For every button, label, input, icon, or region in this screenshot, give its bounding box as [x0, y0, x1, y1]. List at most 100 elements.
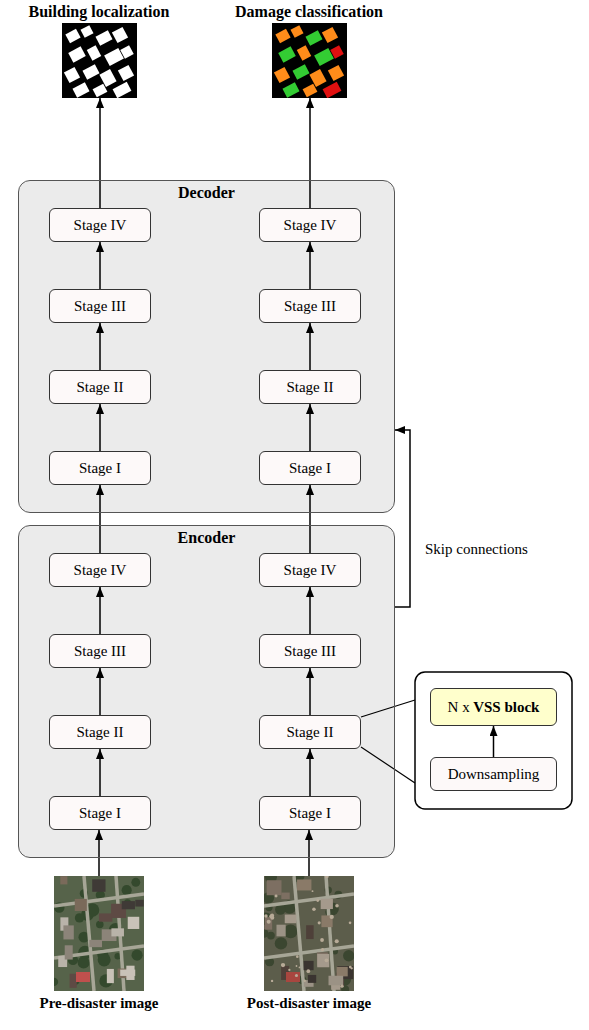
stage-box: Stage IV	[49, 553, 151, 587]
flow-arrow	[98, 830, 100, 876]
roof	[267, 880, 282, 895]
stage-label: Stage III	[74, 642, 126, 660]
flow-arrow	[309, 98, 311, 208]
stage-box: Stage II	[259, 370, 361, 404]
debris	[335, 904, 339, 908]
debris	[296, 965, 298, 967]
panel-ground	[19, 181, 394, 512]
debris	[318, 921, 321, 924]
stage-box: Stage I	[49, 451, 151, 485]
stage-box: Stage I	[49, 796, 151, 830]
stage-label: Stage I	[289, 804, 331, 822]
tree	[98, 953, 111, 966]
image-caption: Post-disaster image	[221, 994, 397, 1012]
debris	[325, 958, 329, 962]
debris	[264, 914, 267, 917]
map-picture	[62, 23, 137, 98]
building-footprint	[290, 25, 303, 38]
debris	[267, 920, 271, 924]
debris	[312, 908, 316, 912]
roof	[60, 876, 67, 884]
tree	[284, 924, 298, 938]
input-image: Pre-disaster image	[11, 876, 187, 1012]
flow-arrow	[99, 749, 101, 796]
photo-picture	[264, 876, 354, 991]
block-label: Downsampling	[448, 765, 540, 783]
flow-arrow	[309, 242, 311, 289]
roof	[120, 970, 135, 976]
debris	[288, 969, 290, 971]
building-footprint	[305, 30, 322, 45]
tree	[267, 932, 275, 940]
map-picture	[272, 23, 347, 98]
debris	[303, 979, 306, 982]
roof	[111, 928, 124, 936]
flow-arrow	[395, 430, 410, 607]
stage-box: Stage III	[259, 634, 361, 668]
debris	[349, 966, 352, 969]
stage-box: Stage II	[49, 370, 151, 404]
flow-arrow	[309, 587, 311, 634]
debris	[316, 899, 319, 902]
tree	[131, 878, 140, 887]
roof	[276, 925, 285, 937]
building-footprint	[72, 82, 89, 97]
building-footprint	[275, 29, 290, 43]
detail-callout	[415, 672, 572, 809]
roof	[317, 954, 329, 967]
building-footprint	[330, 45, 344, 59]
building-footprint	[92, 84, 107, 98]
tree	[122, 885, 132, 895]
debris	[281, 963, 285, 967]
panel-title: Decoder	[19, 184, 394, 202]
roof	[306, 925, 314, 939]
debris	[325, 876, 329, 878]
flow-arrow	[309, 749, 311, 796]
building-footprint	[327, 65, 343, 81]
debris	[321, 948, 324, 951]
tree	[96, 921, 104, 929]
stage-box: Stage III	[49, 289, 151, 323]
building-footprint	[321, 27, 337, 43]
road	[326, 876, 334, 991]
debris	[340, 984, 343, 987]
flow-arrow	[309, 323, 311, 370]
flow-arrow	[308, 830, 310, 876]
flow-arrow	[493, 726, 495, 757]
stage-label: Stage III	[74, 297, 126, 315]
debris	[320, 938, 324, 942]
road	[264, 894, 354, 906]
stage-box: Stage I	[259, 796, 361, 830]
roof	[337, 967, 348, 976]
stage-label: Stage II	[76, 378, 123, 396]
map-ground	[272, 23, 347, 98]
debris	[299, 967, 301, 969]
output-map: Damage classification	[221, 3, 397, 98]
stage-box: Stage III	[49, 634, 151, 668]
stage-box: Stage IV	[259, 208, 361, 242]
building-footprint	[112, 82, 131, 98]
block-label: N x VSS block	[448, 698, 540, 716]
debris	[270, 916, 274, 920]
input-image: Post-disaster image	[221, 876, 397, 1012]
debris	[271, 980, 273, 982]
edge-label: Skip connections	[425, 540, 528, 558]
roof	[135, 900, 143, 907]
flow-arrow	[99, 587, 101, 634]
stage-box: Stage IV	[259, 553, 361, 587]
tree	[343, 950, 354, 961]
roof	[107, 969, 114, 983]
building-footprint	[282, 82, 299, 97]
roof	[128, 917, 140, 929]
roof	[70, 974, 77, 988]
stage-box: Stage IV	[49, 208, 151, 242]
flow-arrow	[99, 668, 101, 715]
building-footprint	[120, 45, 134, 59]
stage-label: Stage I	[79, 459, 121, 477]
stage-label: Stage I	[289, 459, 331, 477]
roof	[304, 961, 314, 970]
building-footprint	[278, 46, 296, 62]
building-footprint	[82, 64, 99, 79]
road	[264, 946, 354, 958]
tree	[275, 937, 287, 949]
